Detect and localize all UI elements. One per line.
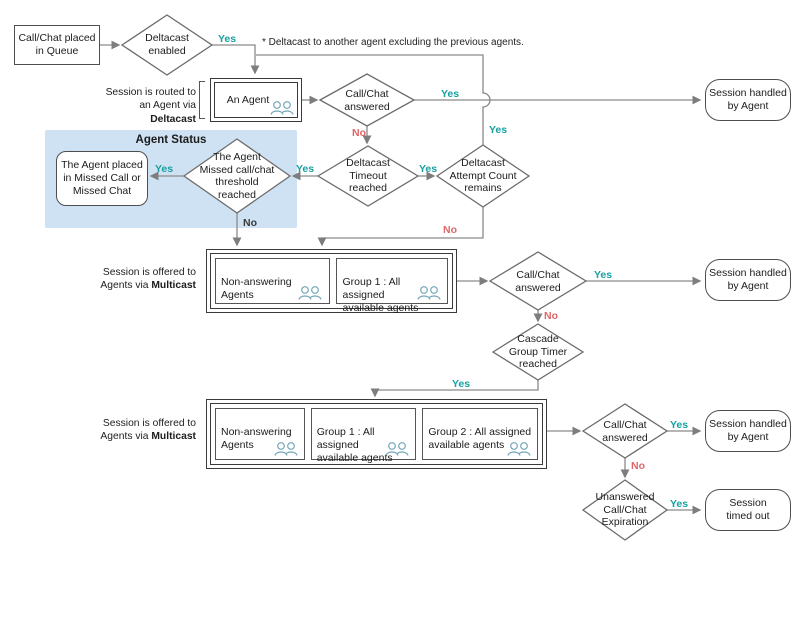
agents-icon — [385, 442, 409, 457]
yes-label: Yes — [670, 498, 689, 510]
node-group1-2: Group 1 : All assigned available agents — [310, 408, 417, 464]
flow-connectors — [100, 40, 702, 515]
node-group2-2: Group 2 : All assigned available agents — [422, 408, 538, 460]
offered-text-1: Session is offered to Agents via — [100, 267, 196, 292]
deltacast-enabled-label: Deltacast enabled — [145, 32, 189, 57]
group1-label: Group 1 : All assigned available agents — [342, 276, 419, 315]
yes-label: Yes — [441, 88, 460, 100]
node-session-timed-out: Session timed out — [705, 489, 791, 531]
node-session-handled-3: Session handled by Agent — [705, 410, 791, 452]
agents-icon — [417, 286, 441, 301]
callchat-answered-3-label: Call/Chat answered — [602, 419, 648, 444]
node-session-handled-2: Session handled by Agent — [705, 259, 791, 301]
group1-label: Group 1 : All assigned available agents — [316, 426, 393, 465]
yes-label: Yes — [452, 378, 471, 390]
attempt-count-label: Deltacast Attempt Count remains — [449, 157, 517, 195]
callchat-answered-1-label: Call/Chat answered — [344, 88, 390, 113]
node-non-answering-1: Non-answering Agents — [215, 258, 331, 304]
yes-label: Yes — [419, 163, 438, 175]
cascade-timer-label: Cascade Group Timer reached — [508, 333, 568, 371]
decision-shapes — [120, 14, 669, 541]
non-answering-label: Non-answering Agents — [221, 276, 292, 302]
callchat-answered-2-label: Call/Chat answered — [515, 269, 561, 294]
diamond-callchat-answered-1 — [318, 73, 416, 127]
offered-side-label-1: Session is offered to Agents via Multica… — [94, 266, 196, 293]
diamond-attempt-count — [435, 144, 531, 208]
yes-label: Yes — [594, 269, 613, 281]
offered-bold-1: Multicast — [151, 280, 196, 292]
yes-label: Yes — [489, 124, 508, 136]
diamond-callchat-answered-3 — [581, 403, 669, 459]
multicast-container-1: Non-answering Agents Group 1 : All assig… — [206, 249, 457, 314]
agent-status-title: Agent Status — [135, 134, 207, 146]
yes-label: Yes — [296, 163, 315, 175]
yes-label: Yes — [155, 163, 174, 175]
group2-label: Group 2 : All assigned available agents — [428, 426, 532, 452]
bracket-decoration — [199, 81, 205, 119]
node-session-handled-1: Session handled by Agent — [705, 79, 791, 121]
an-agent-label: An Agent — [226, 94, 270, 106]
agents-icon — [274, 442, 298, 457]
routed-bold: Deltacast — [150, 113, 196, 125]
multicast-container-2: Non-answering Agents Group 1 : All assig… — [206, 399, 547, 469]
node-an-agent: An Agent — [210, 78, 302, 122]
offered-side-label-2: Session is offered to Agents via Multica… — [94, 417, 196, 444]
node-group1-1: Group 1 : All assigned available agents — [336, 258, 448, 314]
non-answering-label: Non-answering Agents — [221, 426, 292, 452]
diamond-unanswered-expiration — [581, 479, 669, 541]
diamond-missed-threshold — [182, 138, 292, 214]
missed-threshold-label: The Agent Missed call/chat threshold rea… — [199, 151, 275, 201]
no-label: No — [631, 460, 645, 472]
yes-label: Yes — [670, 419, 689, 431]
offered-bold-2: Multicast — [151, 431, 196, 443]
no-label: No — [443, 224, 457, 236]
diamond-deltacast-timeout — [316, 145, 420, 207]
agents-icon — [270, 101, 294, 116]
node-missed-placed: The Agent placed in Missed Call or Misse… — [56, 151, 148, 206]
node-non-answering-2: Non-answering Agents — [215, 408, 305, 460]
agents-icon — [298, 286, 323, 301]
diamond-callchat-answered-2 — [488, 251, 588, 311]
deltacast-timeout-label: Deltacast Timeout reached — [346, 157, 390, 195]
node-queue: Call/Chat placed in Queue — [14, 25, 100, 65]
offered-text-2: Session is offered to Agents via — [100, 418, 196, 443]
no-label: No — [352, 127, 366, 139]
routed-side-label: Session is routed to an Agent via Deltac… — [94, 86, 196, 126]
routed-text: Session is routed to an Agent via — [105, 87, 196, 112]
unanswered-expiration-label: Unanswered Call/Chat Expiration — [595, 491, 655, 529]
no-label: No — [243, 217, 257, 229]
yes-label: Yes — [218, 33, 237, 45]
diamond-cascade-timer — [491, 323, 585, 381]
deltacast-note: * Deltacast to another agent excluding t… — [262, 37, 524, 48]
diamond-deltacast-enabled — [120, 14, 214, 76]
agents-icon — [507, 442, 531, 457]
no-label: No — [544, 310, 558, 322]
